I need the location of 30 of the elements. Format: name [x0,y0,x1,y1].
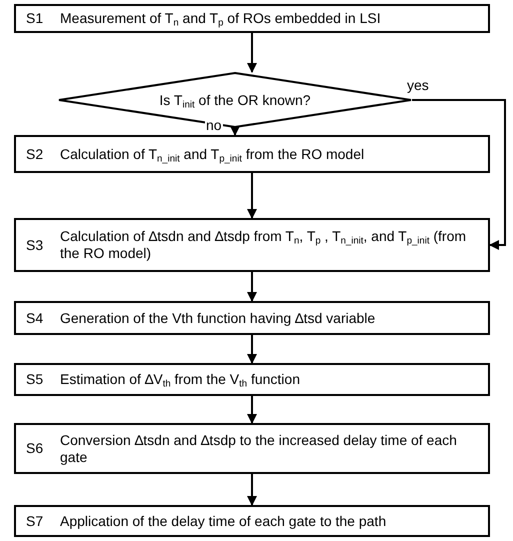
process-box [14,423,490,474]
step-number: S5 [26,371,44,388]
step-description: Calculation of T$_{n_init}$ and T$_{p_init}$ from the RO model [60,146,366,162]
decision-question: Is T$_{init}$ of the OR known? [159,92,311,108]
step-number: S1 [26,10,44,27]
arrow [247,474,257,506]
arrow [247,173,257,219]
step-description: Calculation of ∆tsdn and ∆tsdp from T$_{n}$, T$_{p}$ , T$_{n_init}$, and T$_{p_init}$ (from the RO model) [60,228,468,262]
step-number: S6 [26,440,44,457]
process-box [14,135,490,173]
process-box [14,301,490,335]
step-description: Estimation of ∆V$_{th}$ from the V$_{th}$ function [60,371,301,388]
process-box [14,363,490,396]
process-box [14,4,490,33]
process-box [14,505,490,537]
step-number: S7 [26,512,44,530]
arrow [247,396,257,424]
arrow [247,33,257,73]
arrow [412,99,506,250]
step-description: Conversion ∆tsdn and ∆tsdp to the increased delay time of each gate [60,432,458,466]
step-number: S3 [26,236,44,254]
arrow [230,126,240,136]
step-number: S2 [26,146,44,162]
step-description: Measurement of T$_{n}$ and T$_{p}$ of ROs embedded in LSI [60,10,382,27]
arrow [247,335,257,364]
step-description: Generation of the Vth function having ∆tsd variable [60,310,376,326]
process-box [14,218,490,272]
arrow [247,272,257,302]
step-description: Application of the delay time of each gate to the path [60,512,388,530]
step-number: S4 [26,310,44,326]
